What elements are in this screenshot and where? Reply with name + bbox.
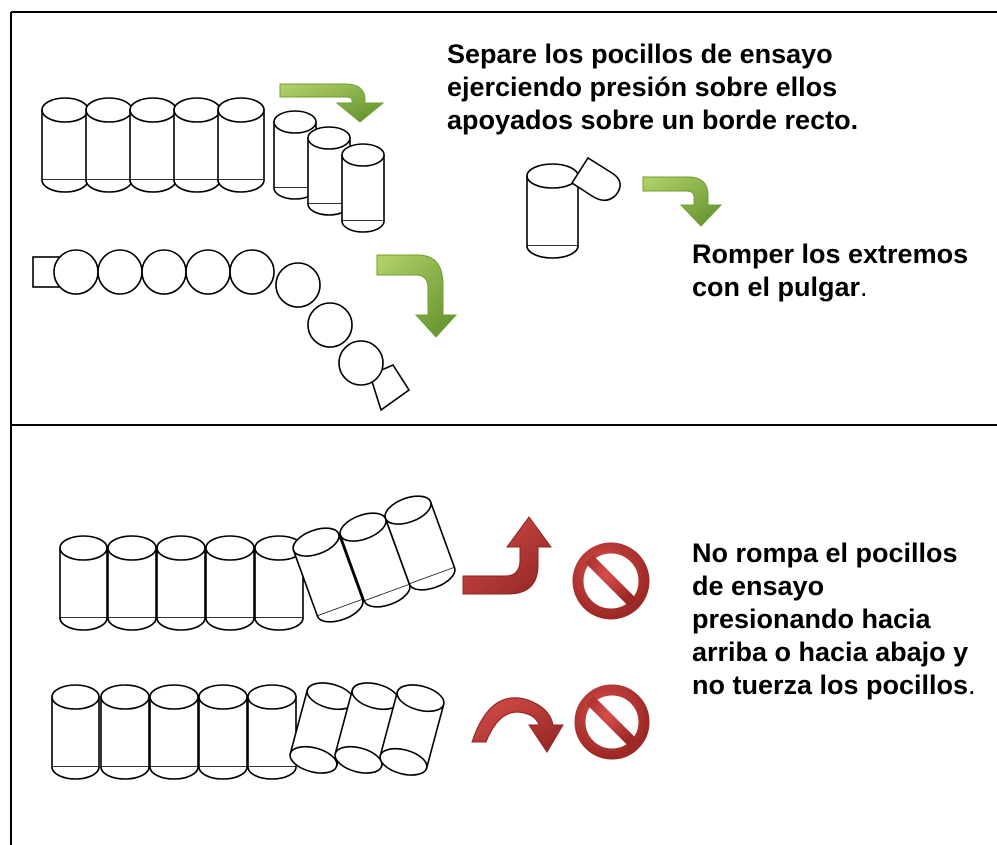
well-cylinder <box>217 97 265 193</box>
well-cylinder <box>173 97 221 193</box>
prohibition-icon <box>572 542 650 620</box>
separated-well-cylinder <box>341 143 385 233</box>
warning-do-not-break: No rompa el pocillos de ensayo presionan… <box>692 537 992 702</box>
well-cylinder <box>41 97 89 193</box>
red-curved-arrow-icon <box>462 516 552 595</box>
instruction-break-period: . <box>860 272 868 302</box>
green-curved-arrow-icon <box>376 254 458 338</box>
instruction-separate-text: Separe los pocillos de ensayo ejerciendo… <box>447 39 859 135</box>
well-cylinder <box>129 97 177 193</box>
green-curved-arrow-icon <box>279 83 385 123</box>
well-strip-top-view <box>32 249 411 412</box>
instruction-break-ends: Romper los extremos con el pulgar. <box>692 238 972 304</box>
panel-frame <box>10 11 997 845</box>
well-strip-side-view <box>41 97 385 233</box>
prohibition-icon <box>574 684 650 760</box>
well-strip-twisted <box>51 682 445 780</box>
instruction-separate-wells: Separe los pocillos de ensayo ejerciendo… <box>447 38 967 137</box>
single-well-breaking-tab <box>526 156 621 259</box>
instruction-break-text: Romper los extremos con el pulgar <box>692 239 969 302</box>
red-arc-arrow-icon <box>471 697 564 753</box>
green-curved-arrow-icon <box>642 176 723 227</box>
well-strip-bent-up <box>59 495 456 631</box>
well-cylinder <box>85 97 133 193</box>
warning-text: No rompa el pocillos de ensayo presionan… <box>692 538 969 700</box>
warning-period: . <box>968 670 976 700</box>
